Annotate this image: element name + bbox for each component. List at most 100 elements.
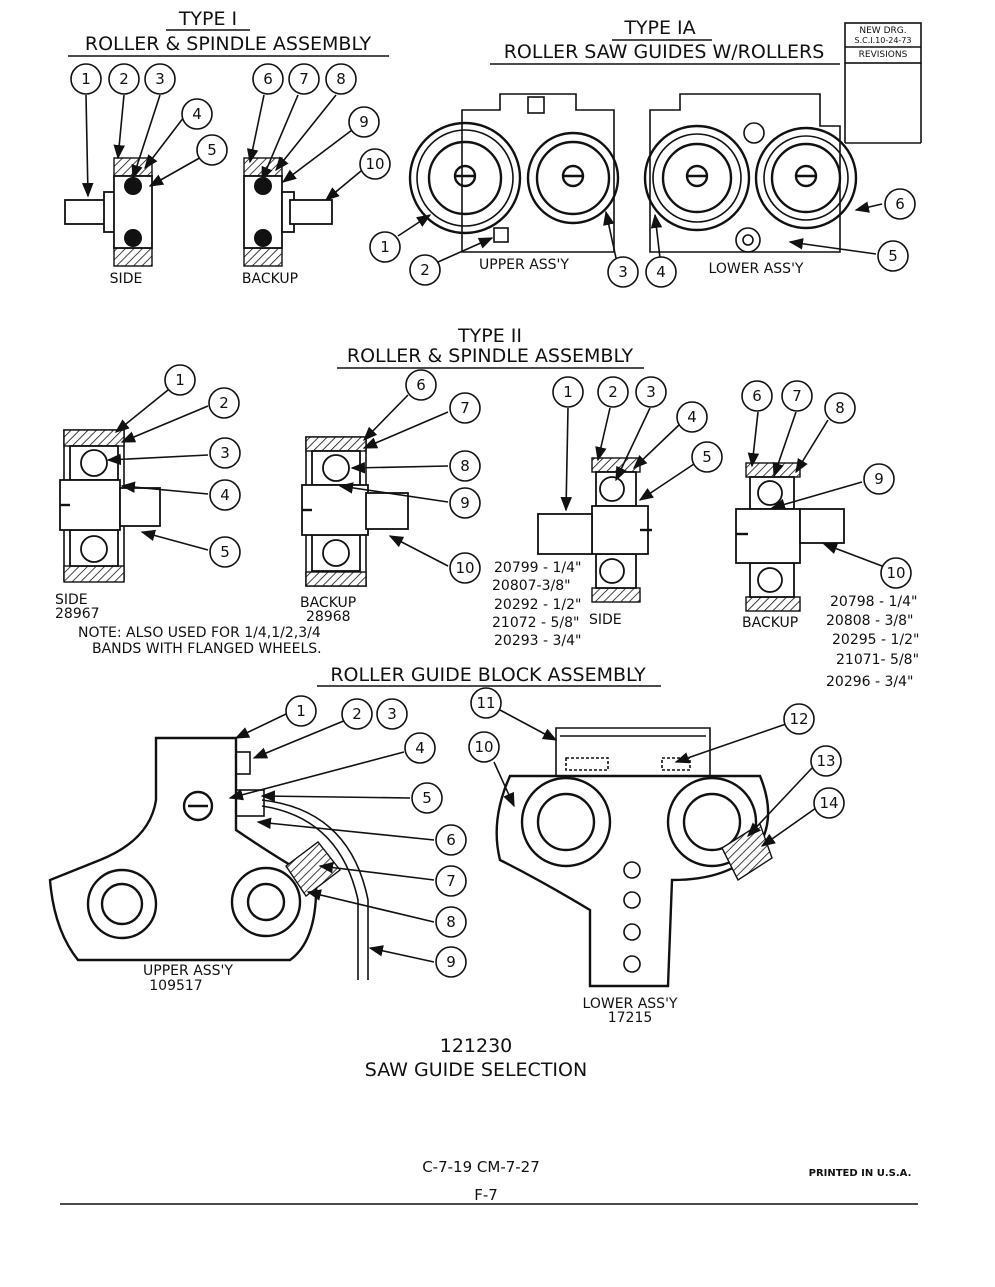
callout-5: 5 (196, 134, 228, 166)
callout-5: 5 (877, 240, 909, 272)
type1a-callouts: 1 2 3 4 6 5 (369, 188, 916, 288)
type1-side-roller: SIDE (64, 157, 153, 287)
svg-text:5: 5 (207, 141, 217, 159)
backup-size-2: 20808 - 3/8" (826, 613, 913, 629)
type2-side-label: SIDE (55, 592, 88, 608)
svg-text:9: 9 (460, 494, 470, 512)
callout-1: 1 (164, 364, 196, 396)
type1-section: TYPE I ROLLER & SPINDLE ASSEMBLY SIDE BA… (64, 8, 391, 287)
svg-text:4: 4 (220, 486, 230, 504)
svg-text:5: 5 (702, 448, 712, 466)
callout-4: 4 (404, 732, 436, 764)
callout-5: 5 (411, 782, 443, 814)
svg-text:1: 1 (563, 383, 573, 401)
callout-10: 10 (468, 731, 500, 763)
svg-text:10: 10 (365, 155, 384, 173)
type2-side-roller-sized: SIDE (537, 457, 652, 628)
callout-10: 10 (449, 552, 481, 584)
drawing-number: 121230 (440, 1035, 513, 1057)
callout-14: 14 (813, 787, 845, 819)
type2-note-line2: BANDS WITH FLANGED WHEELS. (92, 641, 322, 657)
block-upper-callouts: 1 2 3 4 5 6 7 8 9 (228, 695, 467, 978)
callout-5: 5 (209, 536, 241, 568)
svg-text:7: 7 (460, 399, 470, 417)
type2-title: TYPE II (457, 325, 522, 347)
svg-text:10: 10 (455, 559, 474, 577)
callout-2: 2 (341, 698, 373, 730)
type1-callouts: 1 2 3 4 5 6 7 8 9 10 (70, 63, 391, 201)
svg-text:3: 3 (387, 705, 397, 723)
block-upper-assembly: UPPER ASS'Y 109517 (48, 736, 369, 994)
callout-6: 6 (405, 369, 437, 401)
callout-4: 4 (181, 98, 213, 130)
type2-backup2-label: BACKUP (742, 615, 798, 631)
callout-4: 4 (209, 479, 241, 511)
svg-text:2: 2 (420, 261, 430, 279)
revision-box: NEW DRG. S.C.I.10-24-73 REVISIONS (844, 22, 922, 144)
side-size-3: 20292 - 1/2" (494, 597, 581, 613)
svg-text:3: 3 (646, 383, 656, 401)
svg-text:11: 11 (476, 694, 495, 712)
callout-6: 6 (884, 188, 916, 220)
callout-6: 6 (435, 824, 467, 856)
callout-3: 3 (635, 376, 667, 408)
type2-callouts: 1 2 3 4 5 6 7 8 9 10 1 2 3 4 5 (106, 364, 912, 589)
svg-text:1: 1 (296, 702, 306, 720)
svg-text:8: 8 (336, 70, 346, 88)
callout-6: 6 (741, 380, 773, 412)
callout-12: 12 (783, 703, 815, 735)
svg-text:3: 3 (155, 70, 165, 88)
svg-text:2: 2 (352, 705, 362, 723)
svg-text:7: 7 (299, 70, 309, 88)
type1a-subtitle: ROLLER SAW GUIDES W/ROLLERS (504, 41, 825, 63)
svg-text:8: 8 (446, 913, 456, 931)
callout-8: 8 (435, 906, 467, 938)
callout-7: 7 (781, 380, 813, 412)
svg-text:4: 4 (415, 739, 425, 757)
type2-backup-label: BACKUP (300, 595, 356, 611)
footer-printed: PRINTED IN U.S.A. (809, 1168, 912, 1179)
svg-text:4: 4 (656, 263, 666, 281)
callout-4: 4 (645, 256, 677, 288)
footer-page: F-7 (474, 1186, 498, 1204)
block-lower-part: 17215 (608, 1010, 653, 1026)
svg-text:1: 1 (81, 70, 91, 88)
svg-text:2: 2 (119, 70, 129, 88)
svg-text:9: 9 (359, 113, 369, 131)
callout-7: 7 (288, 63, 320, 95)
callout-7: 7 (449, 392, 481, 424)
callout-3: 3 (209, 437, 241, 469)
type2-backup-roller: BACKUP 28968 (300, 436, 409, 625)
svg-text:6: 6 (416, 376, 426, 394)
callout-1: 1 (369, 231, 401, 263)
callout-8: 8 (325, 63, 357, 95)
side-size-4: 21072 - 5/8" (492, 615, 579, 631)
block-lower-assembly: LOWER ASS'Y 17215 (495, 727, 773, 1026)
block-upper-part: 109517 (149, 978, 202, 994)
type2-side-sizes: 20799 - 1/4" 20807-3/8" 20292 - 1/2" 210… (492, 560, 581, 649)
side-size-1: 20799 - 1/4" (494, 560, 581, 576)
svg-text:8: 8 (835, 399, 845, 417)
callout-9: 9 (449, 487, 481, 519)
callout-3: 3 (144, 63, 176, 95)
svg-text:14: 14 (819, 794, 838, 812)
callout-8: 8 (824, 392, 856, 424)
callout-9: 9 (863, 463, 895, 495)
type1a-section: TYPE IA ROLLER SAW GUIDES W/ROLLERS UPPE… (369, 17, 916, 288)
type1a-upper-assembly: UPPER ASS'Y (408, 93, 620, 273)
block-title: ROLLER GUIDE BLOCK ASSEMBLY (330, 664, 646, 686)
svg-text:7: 7 (446, 872, 456, 890)
side-size-2: 20807-3/8" (492, 578, 571, 594)
footer: C-7-19 CM-7-27 PRINTED IN U.S.A. F-7 (60, 1158, 918, 1205)
svg-text:2: 2 (608, 383, 618, 401)
callout-2: 2 (597, 376, 629, 408)
svg-text:6: 6 (752, 387, 762, 405)
callout-1: 1 (285, 695, 317, 727)
callout-1: 1 (70, 63, 102, 95)
callout-13: 13 (810, 745, 842, 777)
svg-text:5: 5 (422, 789, 432, 807)
backup-size-4: 21071- 5/8" (836, 652, 919, 668)
svg-text:9: 9 (874, 470, 884, 488)
svg-text:6: 6 (263, 70, 273, 88)
svg-text:4: 4 (192, 105, 202, 123)
